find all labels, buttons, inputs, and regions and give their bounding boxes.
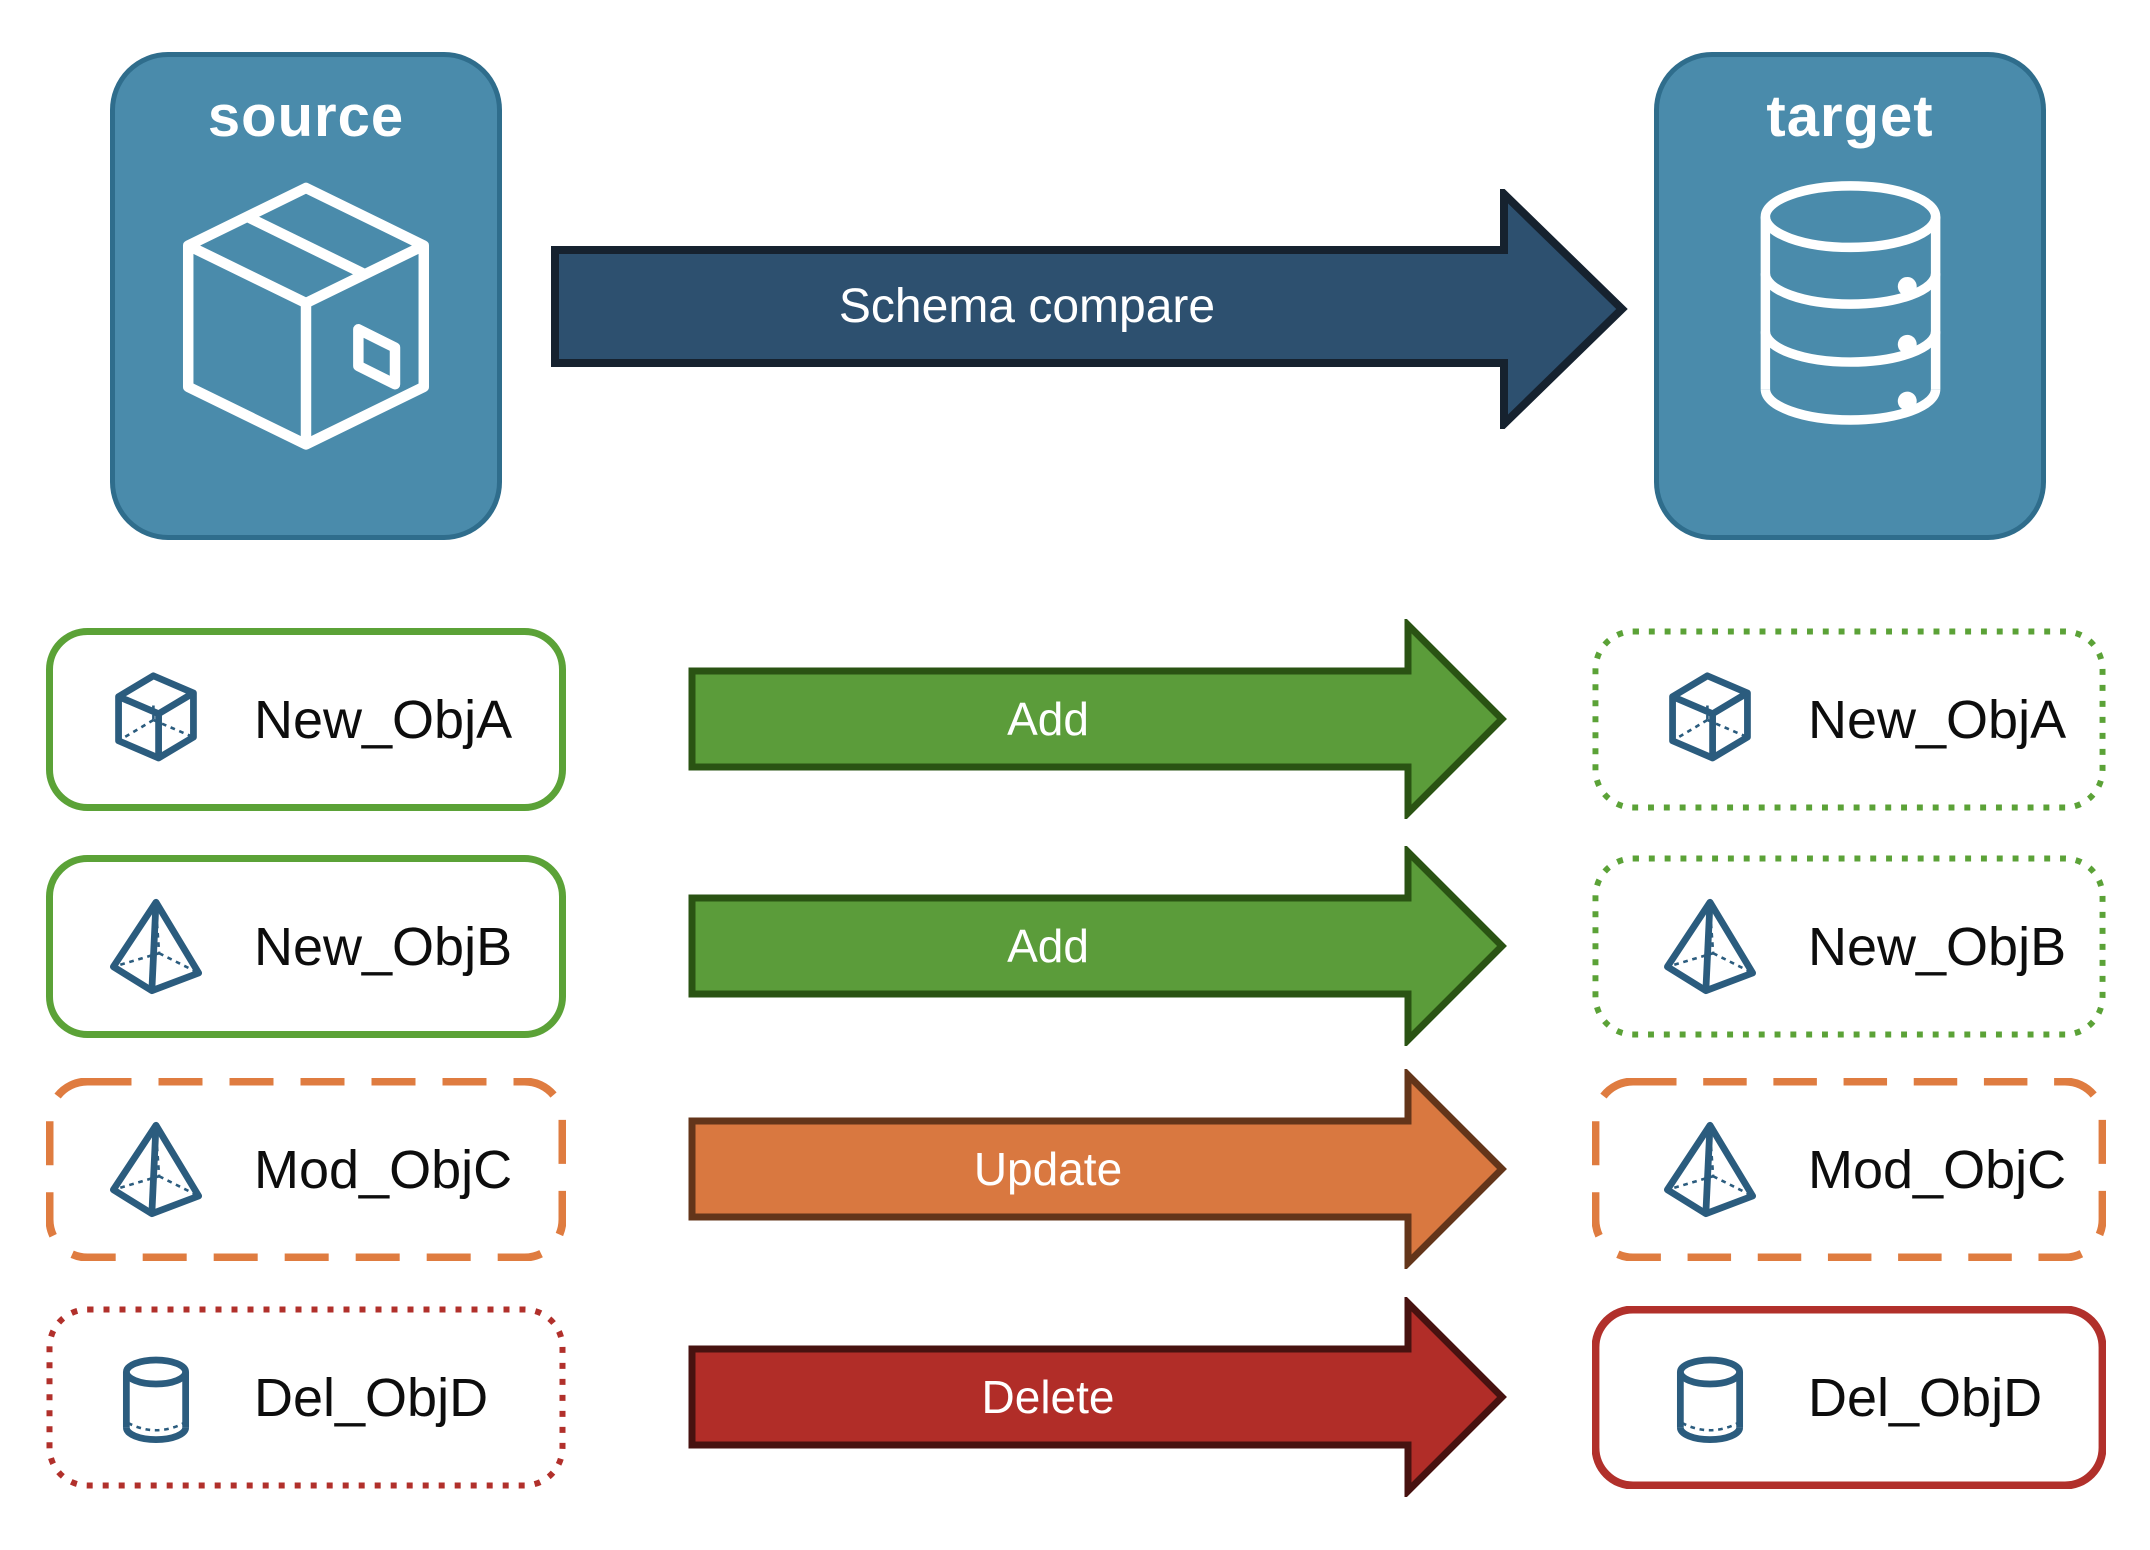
target-object-card-del-objd: Del_ObjD <box>1592 1306 2106 1489</box>
package-box-icon <box>182 182 430 450</box>
source-node: source <box>110 52 502 540</box>
schema-compare-label: Schema compare <box>838 280 1216 333</box>
delete-arrow <box>688 1297 1507 1497</box>
source-object-card-del-objd: Del_ObjD <box>46 1306 566 1489</box>
object-label: Mod_ObjC <box>254 1139 513 1200</box>
object-label: New_ObjB <box>1808 916 2067 977</box>
add-arrow <box>688 846 1507 1046</box>
cylinder-icon <box>1658 1346 1762 1450</box>
cube-icon <box>104 668 208 772</box>
pyramid-icon <box>1658 1118 1762 1222</box>
target-object-card-new-obja: New_ObjA <box>1592 628 2106 811</box>
source-object-card-new-obja: New_ObjA <box>46 628 566 811</box>
update-arrow <box>688 1069 1507 1269</box>
object-label: New_ObjB <box>254 916 513 977</box>
object-label: Del_ObjD <box>254 1367 489 1428</box>
cylinder-icon <box>104 1346 208 1450</box>
database-icon <box>1760 180 1940 425</box>
delete-arrow-label: Delete <box>981 1371 1115 1423</box>
pyramid-icon <box>104 1118 208 1222</box>
source-object-card-mod-objc: Mod_ObjC <box>46 1078 566 1261</box>
add-arrow <box>688 619 1507 819</box>
add-arrow-label: Add <box>1007 693 1089 745</box>
pyramid-icon <box>104 895 208 999</box>
add-arrow-label: Add <box>1007 920 1089 972</box>
target-node: target <box>1654 52 2046 540</box>
object-label: Del_ObjD <box>1808 1367 2043 1428</box>
target-object-card-mod-objc: Mod_ObjC <box>1592 1078 2106 1261</box>
object-label: Mod_ObjC <box>1808 1139 2067 1200</box>
source-object-card-new-objb: New_ObjB <box>46 855 566 1038</box>
schema-compare-arrow <box>551 189 1628 429</box>
object-label: New_ObjA <box>254 689 513 750</box>
target-object-card-new-objb: New_ObjB <box>1592 855 2106 1038</box>
target-node-label: target <box>1766 84 1934 149</box>
update-arrow-label: Update <box>973 1143 1123 1195</box>
cube-icon <box>1658 668 1762 772</box>
pyramid-icon <box>1658 895 1762 999</box>
source-node-label: source <box>207 84 405 149</box>
object-label: New_ObjA <box>1808 689 2067 750</box>
